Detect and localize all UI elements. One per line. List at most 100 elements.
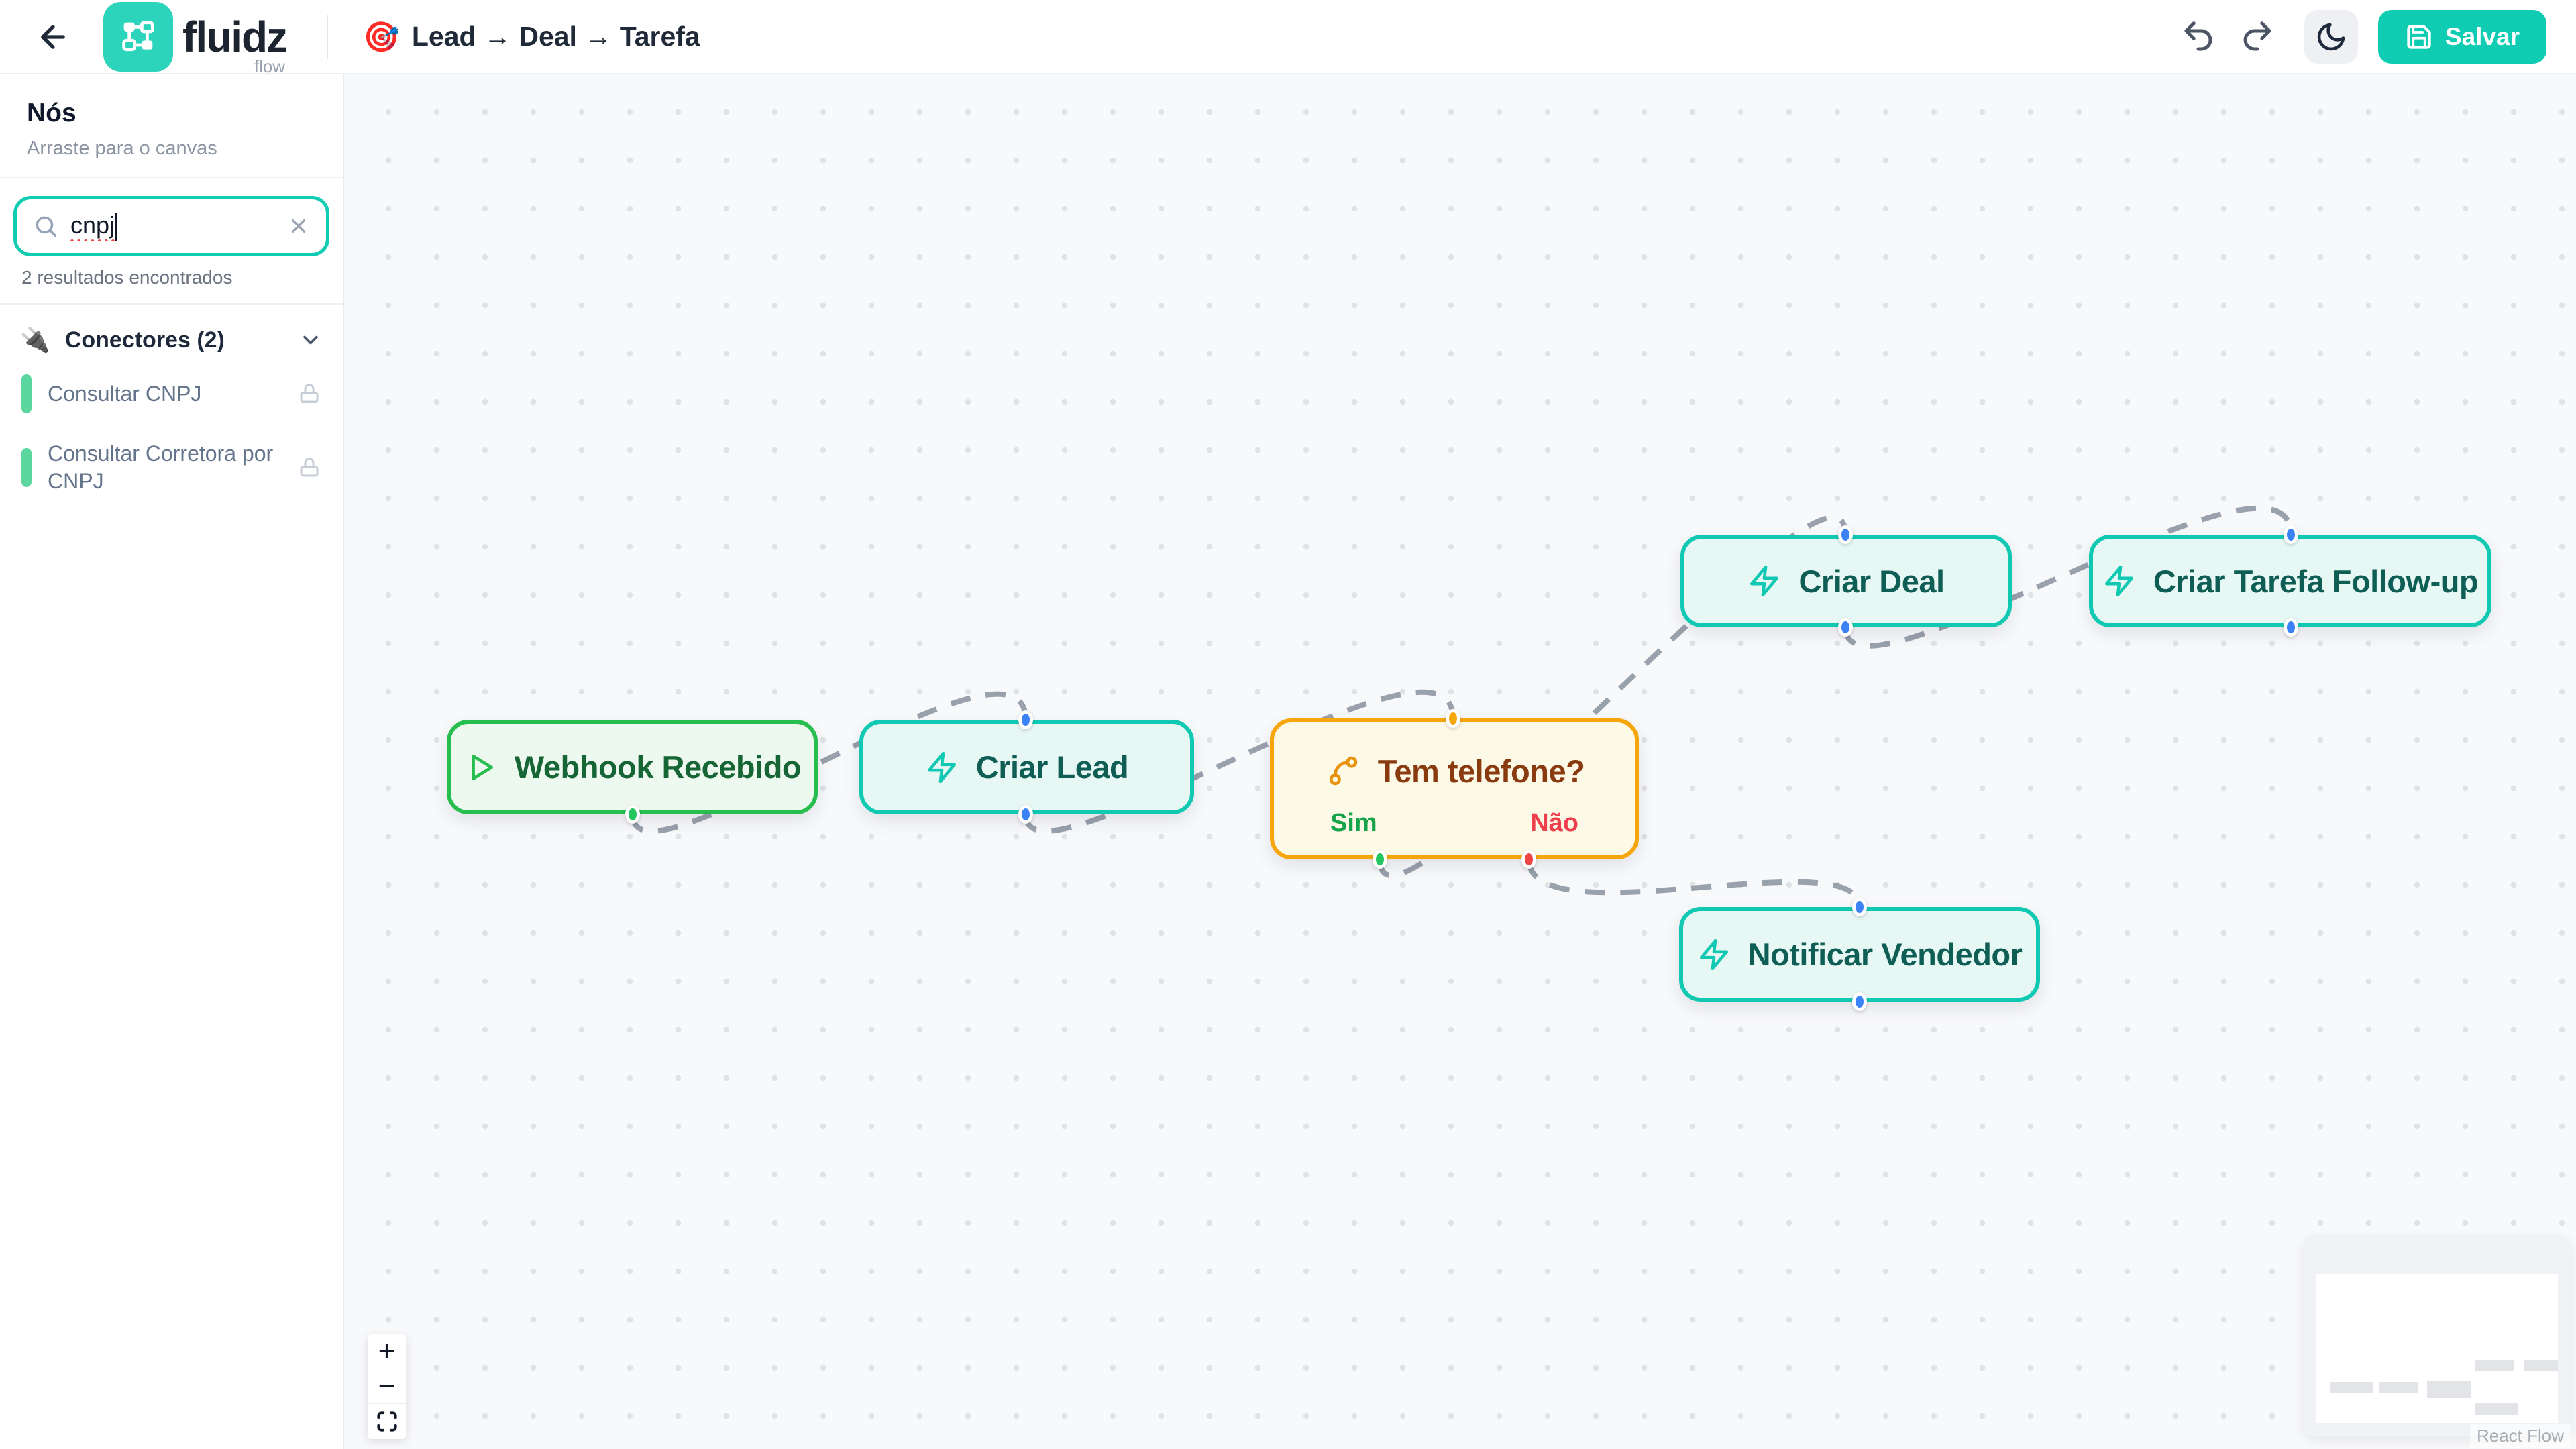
moon-icon <box>2317 23 2345 50</box>
handle-tarefa-source[interactable] <box>2284 618 2298 637</box>
sidebar-title: Nós <box>27 99 76 127</box>
minimap-node-notificar <box>2475 1403 2518 1415</box>
handle-criardeal-source[interactable] <box>1838 618 1853 637</box>
branch-yes-label: Sim <box>1330 809 1377 837</box>
handle-notificar-target[interactable] <box>1852 898 1867 916</box>
play-icon <box>472 754 493 780</box>
node-item-consultar-corretora[interactable]: Consultar Corretora por CNPJ <box>13 427 329 508</box>
undo-button[interactable] <box>2174 13 2222 61</box>
sidebar-subtitle: Arraste para o canvas <box>27 138 217 159</box>
section-label: Conectores (2) <box>64 327 225 353</box>
handle-sim-source[interactable] <box>1373 850 1387 869</box>
minimap-node-webhook <box>2330 1382 2373 1393</box>
search-input[interactable]: cnpj <box>13 196 329 256</box>
fluidz-logo-icon <box>103 1 173 72</box>
handle-nao-source[interactable] <box>1521 850 1536 869</box>
node-label: Criar Tarefa Follow-up <box>2153 563 2479 599</box>
sidebar-header: Nós Arraste para o canvas <box>0 74 343 178</box>
node-label: Criar Deal <box>1799 563 1945 599</box>
dark-mode-toggle[interactable] <box>2304 9 2358 64</box>
redo-button[interactable] <box>2233 13 2282 61</box>
undo-icon <box>2184 21 2212 50</box>
zoom-in-button[interactable]: + <box>368 1334 406 1369</box>
minimap-node-tarefa <box>2524 1360 2558 1371</box>
minimap-node-temtelefone <box>2427 1381 2471 1398</box>
redo-icon <box>2243 21 2271 50</box>
node-criar-deal[interactable]: Criar Deal <box>1680 535 2012 627</box>
node-label: Webhook Recebido <box>514 749 802 785</box>
header-divider <box>327 14 329 59</box>
zap-icon <box>1750 565 1779 597</box>
edge-nao-to-notificar <box>1526 859 1862 908</box>
section-header-conectores[interactable]: 🔌 Conectores (2) <box>13 319 329 361</box>
item-label: Consultar Corretora por CNPJ <box>48 441 274 493</box>
brand-logo: fluidz flow <box>103 1 288 76</box>
react-flow-attribution[interactable]: React Flow <box>2469 1424 2571 1448</box>
item-color-pill <box>21 374 32 413</box>
plus-icon: + <box>378 1334 396 1368</box>
node-notificar-vendedor[interactable]: Notificar Vendedor <box>1679 907 2040 1002</box>
branch-icon <box>1329 756 1357 786</box>
zap-icon <box>2104 565 2133 597</box>
node-criar-tarefa-follow-up[interactable]: Criar Tarefa Follow-up <box>2089 535 2491 627</box>
save-button-label: Salvar <box>2445 22 2520 50</box>
chevron-down-icon <box>303 335 318 345</box>
handle-criardeal-target[interactable] <box>1838 525 1853 544</box>
search-icon <box>36 216 56 237</box>
text-caret <box>115 213 118 241</box>
arrow-left-icon <box>41 24 65 49</box>
brand-subtitle: flow <box>254 56 286 76</box>
minimap-viewport <box>2316 1274 2558 1423</box>
edge-webhook-to-criarlead <box>630 691 1028 834</box>
node-tem-telefone[interactable]: Tem telefone? Sim Não <box>1270 718 1639 859</box>
save-icon <box>2407 24 2431 49</box>
zap-icon <box>927 751 956 783</box>
search-results-count: 2 resultados encontrados <box>21 267 233 288</box>
minus-icon: − <box>378 1369 396 1403</box>
condition-branches: Sim Não <box>1274 809 1635 838</box>
edge-criarlead-to-temtelefone <box>1023 689 1456 834</box>
item-label: Consultar CNPJ <box>48 381 202 406</box>
clear-search-icon[interactable] <box>287 215 310 237</box>
edge-criardeal-to-tarefa <box>1843 505 2294 649</box>
zap-icon <box>1699 938 1728 970</box>
zoom-out-button[interactable]: − <box>368 1369 406 1404</box>
handle-tarefa-target[interactable] <box>2284 525 2298 544</box>
handle-criarlead-source[interactable] <box>1018 805 1033 824</box>
minimap-node-criardeal <box>2475 1360 2514 1371</box>
sidebar: Nós Arraste para o canvas cnpj 2 resulta… <box>0 74 344 1449</box>
back-button[interactable] <box>30 13 76 60</box>
flow-title-text: Lead → Deal → Tarefa <box>411 21 700 52</box>
brand-name: fluidz <box>182 12 288 61</box>
handle-webhook-source[interactable] <box>625 805 640 824</box>
handle-temtelefone-target[interactable] <box>1446 709 1460 728</box>
node-label: Notificar Vendedor <box>1748 936 2023 972</box>
minimap-node-criarlead <box>2379 1382 2418 1393</box>
handle-criarlead-target[interactable] <box>1018 710 1033 729</box>
lock-icon <box>300 384 319 403</box>
save-button[interactable]: Salvar <box>2377 9 2546 64</box>
node-label: Tem telefone? <box>1377 753 1585 789</box>
edge-sim-to-criardeal <box>1377 515 1848 878</box>
plug-emoji-icon: 🔌 <box>20 326 50 354</box>
flow-title: 🎯 Lead → Deal → Tarefa <box>363 19 700 54</box>
fit-view-icon <box>376 1411 397 1432</box>
lock-icon <box>300 457 319 477</box>
node-item-consultar-cnpj[interactable]: Consultar CNPJ <box>13 361 329 427</box>
node-label: Criar Lead <box>975 749 1129 785</box>
flow-canvas[interactable]: Webhook Recebido Criar Lead Tem telefone… <box>344 74 2576 1449</box>
node-criar-lead[interactable]: Criar Lead <box>859 720 1194 814</box>
handle-notificar-source[interactable] <box>1852 992 1867 1011</box>
flow-edges <box>630 505 2294 908</box>
target-emoji-icon: 🎯 <box>363 20 400 54</box>
minimap[interactable] <box>2303 1235 2571 1436</box>
node-webhook-recebido[interactable]: Webhook Recebido <box>447 720 818 814</box>
canvas-controls: + − <box>368 1334 406 1439</box>
search-value: cnpj <box>70 211 287 241</box>
branch-no-label: Não <box>1530 809 1578 837</box>
item-color-pill <box>21 447 32 487</box>
app-header: fluidz flow 🎯 Lead → Deal → Tarefa Salva… <box>0 0 2576 76</box>
sidebar-section-conectores: 🔌 Conectores (2) Consultar CNPJ Consulta… <box>0 305 343 523</box>
sidebar-search-section: cnpj 2 resultados encontrados <box>0 178 343 305</box>
fit-view-button[interactable] <box>368 1404 406 1439</box>
